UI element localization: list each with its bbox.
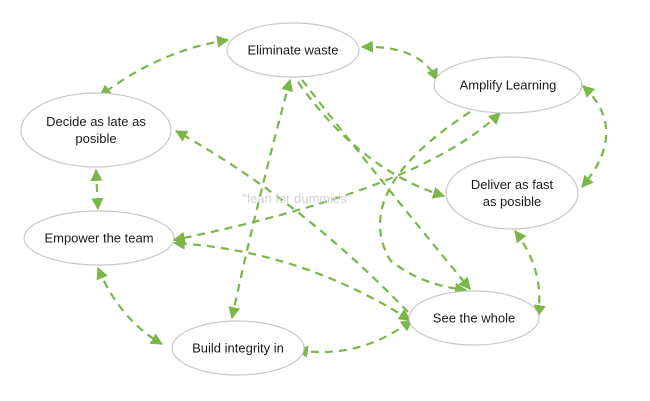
edge-eliminate-decide <box>99 35 230 97</box>
node-amplify[interactable]: Amplify Learning <box>433 56 583 114</box>
node-empower[interactable]: Empower the team <box>23 210 175 266</box>
edge-amplify-empower <box>172 112 501 244</box>
node-ellipse[interactable] <box>20 92 172 168</box>
node-ellipse[interactable] <box>226 22 360 78</box>
node-label: Eliminate waste <box>247 43 338 58</box>
edge-decide-empower <box>90 168 104 211</box>
node-label: See the whole <box>433 311 515 326</box>
edge-eliminate-amplify <box>360 40 438 82</box>
watermark-text: "lean for dummies" <box>243 191 352 206</box>
node-ellipse[interactable] <box>171 320 305 376</box>
edge-deliver-see <box>514 230 546 318</box>
edge-amplify-see <box>378 111 471 295</box>
edge-eliminate-see <box>301 79 471 290</box>
node-label: as posible <box>483 194 542 209</box>
node-label: Decide as late as <box>46 114 146 129</box>
node-ellipse[interactable] <box>408 290 540 346</box>
edge-eliminate-deliver <box>297 81 446 199</box>
node-ellipse[interactable] <box>433 56 583 114</box>
node-ellipse[interactable] <box>445 156 579 230</box>
edge-see-decide <box>174 130 409 313</box>
node-label: Deliver as fast <box>471 177 554 192</box>
edge-see-empower <box>172 237 412 321</box>
node-label: Empower the team <box>44 231 153 246</box>
node-see[interactable]: See the whole <box>408 290 540 346</box>
node-label: posible <box>75 131 116 146</box>
edge-build-see <box>295 319 413 358</box>
node-eliminate[interactable]: Eliminate waste <box>226 22 360 78</box>
node-build[interactable]: Build integrity in <box>171 320 305 376</box>
edge-amplify-deliver <box>581 85 608 188</box>
node-label: Build integrity in <box>192 341 284 356</box>
node-deliver[interactable]: Deliver as fast as posible <box>445 156 579 230</box>
edge-empower-build <box>96 266 164 345</box>
node-decide[interactable]: Decide as late as posible <box>20 92 172 168</box>
edges-layer <box>90 35 608 358</box>
node-label: Amplify Learning <box>460 78 557 93</box>
node-ellipse[interactable] <box>23 210 175 266</box>
